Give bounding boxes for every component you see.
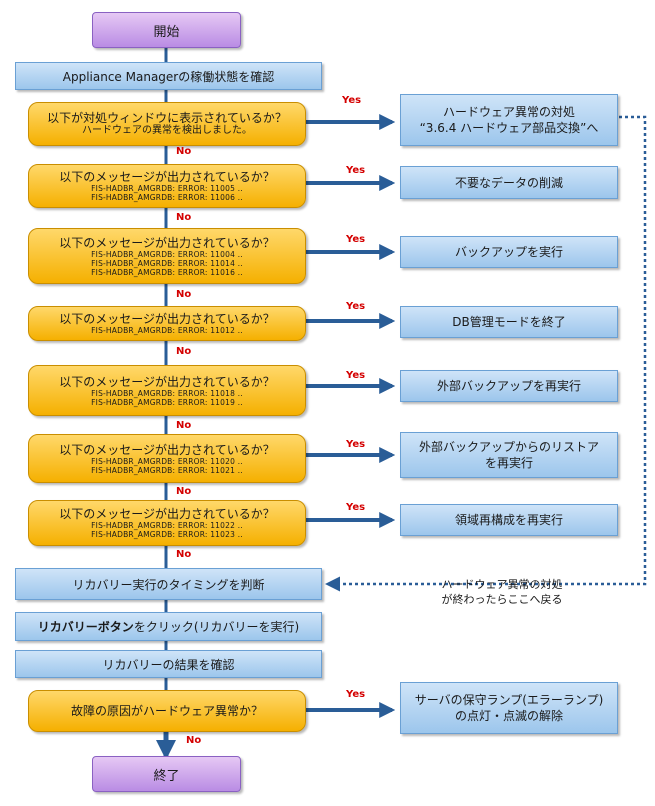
decision-question: 以下のメッセージが出力されているか？ [59, 507, 275, 521]
action-line: 領域再構成を再実行 [454, 513, 563, 527]
click-recovery-step: リカバリーボタンをクリック(リカバリーを実行) [15, 612, 322, 641]
click-recovery-rest: をクリック(リカバリーを実行) [133, 620, 300, 634]
check-result-step: リカバリーの結果を確認 [15, 650, 322, 678]
decision-message-11018: 以下のメッセージが出力されているか？ FIS-HADBR_AMGRDB: ERR… [28, 365, 306, 416]
decision-question: 以下のメッセージが出力されているか？ [59, 170, 275, 184]
action-line: サーバの保守ランプ(エラーランプ) [414, 693, 604, 707]
return-note-line: ハードウェア異常の対処 [441, 578, 563, 591]
decision-question: 故障の原因がハードウェア異常か？ [70, 704, 263, 718]
error-message: FIS-HADBR_AMGRDB: ERROR: 11012 ‥ [91, 326, 243, 335]
decision-hardware-cause: 故障の原因がハードウェア異常か？ [28, 690, 306, 732]
error-message: FIS-HADBR_AMGRDB: ERROR: 11006 ‥ [91, 193, 243, 202]
no-label: No [176, 146, 192, 157]
decision-question: 以下が対処ウィンドウに表示されているか？ [47, 111, 287, 125]
decision-hardware-window: 以下が対処ウィンドウに表示されているか？ ハードウェアの異常を検出しました。 [28, 102, 306, 146]
decision-message-11005: 以下のメッセージが出力されているか？ FIS-HADBR_AMGRDB: ERR… [28, 164, 306, 208]
action-clear-maintenance-lamp: サーバの保守ランプ(エラーランプ) の点灯・点滅の解除 [400, 682, 618, 734]
decision-message-11012: 以下のメッセージが出力されているか？ FIS-HADBR_AMGRDB: ERR… [28, 306, 306, 341]
action-run-backup: バックアップを実行 [400, 236, 618, 268]
error-message: FIS-HADBR_AMGRDB: ERROR: 11014 ‥ [91, 258, 243, 268]
yes-arrows [306, 114, 396, 718]
decision-question: 以下のメッセージが出力されているか？ [59, 312, 275, 326]
action-rerun-external-backup: 外部バックアップを再実行 [400, 370, 618, 402]
return-dotted-line [325, 115, 647, 592]
action-line: を再実行 [484, 456, 533, 470]
error-message: FIS-HADBR_AMGRDB: ERROR: 11019 ‥ [91, 397, 243, 407]
decision-message-11022: 以下のメッセージが出力されているか？ FIS-HADBR_AMGRDB: ERR… [28, 500, 306, 546]
action-line: バックアップを実行 [454, 245, 563, 259]
no-label: No [176, 212, 192, 223]
check-status-step: Appliance Managerの稼働状態を確認 [15, 62, 322, 90]
action-line: DB管理モードを終了 [452, 315, 566, 329]
error-message: FIS-HADBR_AMGRDB: ERROR: 11016 ‥ [91, 267, 243, 277]
decision-message-11020: 以下のメッセージが出力されているか？ FIS-HADBR_AMGRDB: ERR… [28, 434, 306, 483]
end-terminal: 終了 [92, 756, 241, 792]
error-message: FIS-HADBR_AMGRDB: ERROR: 11004 ‥ [91, 249, 243, 259]
action-reduce-data: 不要なデータの削減 [400, 166, 618, 199]
action-line: 外部バックアップを再実行 [436, 379, 581, 393]
yes-label: Yes [346, 165, 366, 176]
recovery-button-name: リカバリーボタン [37, 620, 134, 634]
return-note-line: が終わったらここへ戻る [441, 593, 563, 606]
action-line: の点灯・点滅の解除 [454, 709, 563, 723]
decision-question: 以下のメッセージが出力されているか？ [59, 235, 275, 250]
recovery-timing-step: リカバリー実行のタイミングを判断 [15, 568, 322, 600]
action-line: 外部バックアップからのリストア [418, 440, 599, 454]
no-label: No [176, 486, 192, 497]
return-note: ハードウェア異常の対処 が終わったらここへ戻る [402, 577, 602, 607]
action-rerun-reorganize: 領域再構成を再実行 [400, 504, 618, 536]
yes-label: Yes [346, 301, 366, 312]
error-message: FIS-HADBR_AMGRDB: ERROR: 11022 ‥ [91, 521, 243, 530]
yes-label: Yes [346, 234, 366, 245]
error-message: FIS-HADBR_AMGRDB: ERROR: 11023 ‥ [91, 530, 243, 539]
decision-question: 以下のメッセージが出力されているか？ [59, 442, 275, 457]
no-label: No [176, 289, 192, 300]
no-label: No [176, 549, 192, 560]
yes-label: Yes [346, 370, 366, 381]
error-message: FIS-HADBR_AMGRDB: ERROR: 11020 ‥ [91, 456, 243, 466]
decision-detail: ハードウェアの異常を検出しました。 [82, 125, 252, 136]
decision-message-11004: 以下のメッセージが出力されているか？ FIS-HADBR_AMGRDB: ERR… [28, 228, 306, 284]
action-exit-db-mode: DB管理モードを終了 [400, 306, 618, 338]
yes-label: Yes [346, 439, 366, 450]
no-label: No [176, 420, 192, 431]
error-message: FIS-HADBR_AMGRDB: ERROR: 11018 ‥ [91, 388, 243, 398]
no-label: No [186, 735, 202, 746]
error-message: FIS-HADBR_AMGRDB: ERROR: 11005 ‥ [91, 184, 243, 193]
action-rerun-restore: 外部バックアップからのリストア を再実行 [400, 432, 618, 478]
action-hardware-fix: ハードウェア異常の対処 “3.6.4 ハードウェア部品交換”へ [400, 94, 618, 146]
action-line: 不要なデータの削減 [454, 175, 563, 190]
yes-label: Yes [346, 502, 366, 513]
decision-question: 以下のメッセージが出力されているか？ [59, 374, 275, 389]
yes-label: Yes [342, 95, 362, 106]
no-label: No [176, 346, 192, 357]
start-terminal: 開始 [92, 12, 241, 48]
action-line: “3.6.4 ハードウェア部品交換”へ [419, 121, 599, 135]
action-line: ハードウェア異常の対処 [442, 105, 575, 119]
yes-label: Yes [346, 689, 366, 700]
error-message: FIS-HADBR_AMGRDB: ERROR: 11021 ‥ [91, 465, 243, 475]
